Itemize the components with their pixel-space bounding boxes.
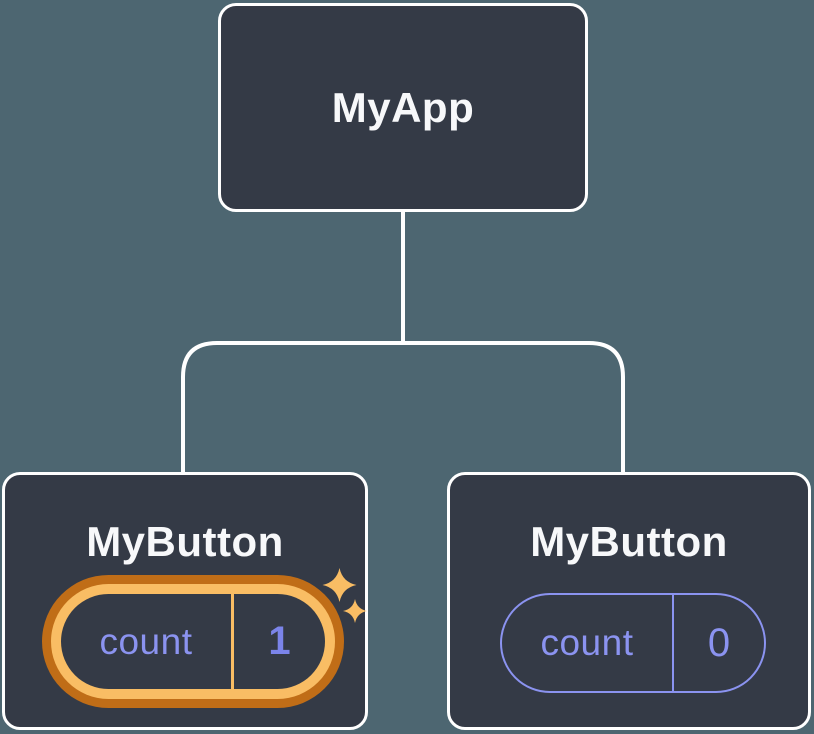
node-mybutton-2-label: MyButton xyxy=(530,518,728,565)
state-pill-core: count 1 xyxy=(61,594,325,689)
node-myapp: MyApp xyxy=(218,3,588,212)
state-pill-highlighted: count 1 xyxy=(42,575,344,708)
state-value-label: 0 xyxy=(707,620,731,665)
state-value-label: 1 xyxy=(268,619,291,663)
state-pill-highlight-ring: count 1 xyxy=(51,584,335,699)
state-pill-divider xyxy=(231,594,234,689)
state-value-cell: 0 xyxy=(674,595,764,691)
state-key-cell: count xyxy=(61,594,231,689)
state-key-cell: count xyxy=(502,595,674,691)
state-key-label: count xyxy=(540,622,634,663)
connector-branch xyxy=(181,341,625,473)
state-key-label: count xyxy=(99,620,193,662)
node-mybutton-1: MyButton count 1 xyxy=(2,472,368,730)
sparkles-icon xyxy=(322,568,367,623)
sparkle-small-icon xyxy=(343,599,367,623)
node-myapp-label: MyApp xyxy=(331,83,475,131)
node-mybutton-2: MyButton count 0 xyxy=(447,472,811,730)
node-mybutton-1-label: MyButton xyxy=(86,518,284,565)
state-pill-plain: count 0 xyxy=(500,593,766,693)
sparkle-large-icon xyxy=(322,568,357,602)
state-value-cell: 1 xyxy=(234,594,325,689)
